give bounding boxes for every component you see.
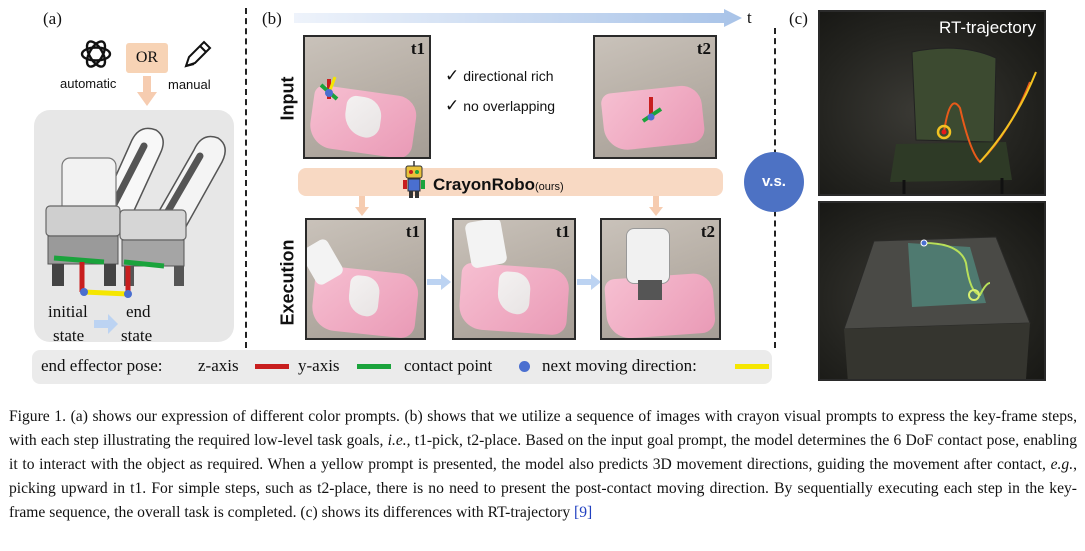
execution-image-t2: t2 — [600, 218, 721, 340]
caption-part-3: , picking upward in t1. For simple steps… — [9, 456, 1077, 521]
end-state-word1: end — [126, 302, 151, 321]
caption-ie: i.e. — [387, 432, 407, 449]
down-arrow-icon — [649, 196, 663, 216]
crayonrobo-mascot-icon — [403, 161, 425, 198]
legend-contact-swatch — [519, 361, 530, 372]
time-axis-label: t — [747, 8, 752, 27]
execution-image-t1-b: t1 — [452, 218, 576, 340]
legend-direction-label: next moving direction: — [542, 356, 697, 375]
rt-trajectory-image-chair: RT-trajectory — [818, 10, 1046, 196]
check-mark-icon: ✓ — [445, 66, 460, 86]
panel-c-label: (c) — [789, 9, 808, 28]
or-box: OR — [126, 43, 168, 73]
check-directional-rich: ✓ directional rich — [445, 66, 554, 86]
legend-bar — [32, 350, 772, 384]
caption-figure-prefix: Figure 1. — [9, 408, 66, 425]
automatic-label: automatic — [60, 76, 117, 91]
legend-direction-swatch — [735, 364, 769, 369]
legend-contact-label: contact point — [404, 356, 493, 375]
legend-y-axis-label: y-axis — [298, 356, 340, 375]
robot-gripper-illustration — [45, 127, 226, 334]
check-mark-icon: ✓ — [445, 96, 460, 116]
figure-caption: Figure 1. (a) shows our expression of di… — [9, 405, 1077, 525]
tag-exec-t2: t2 — [700, 222, 715, 241]
crayonrobo-title: CrayonRobo(ours) — [433, 175, 564, 194]
manual-label: manual — [168, 77, 211, 92]
end-state-word2: state — [121, 326, 153, 345]
tag-exec-t1-b: t1 — [555, 222, 570, 241]
time-arrow — [294, 9, 742, 27]
panel-b-label: (b) — [262, 9, 282, 28]
crayonrobo-model-band — [298, 168, 723, 196]
legend-z-axis-label: z-axis — [198, 356, 239, 375]
separator-a-b — [245, 8, 247, 348]
caption-part-2: , t1-pick, t2-place. Based on the input … — [9, 432, 1077, 473]
legend-prefix: end effector pose: — [41, 356, 163, 375]
right-arrow-icon — [577, 274, 601, 290]
input-image-t2: t2 — [593, 35, 717, 159]
openai-logo-icon — [80, 40, 112, 68]
execution-image-t1-a: t1 — [305, 218, 426, 340]
down-arrow-icon — [355, 196, 369, 216]
tag-exec-t1-a: t1 — [405, 222, 420, 241]
input-row-label: Input — [277, 76, 298, 121]
panel-a-label: (a) — [43, 9, 62, 28]
rt-trajectory-image-table — [818, 201, 1046, 381]
versus-badge: v.s. — [744, 152, 804, 212]
right-arrow-icon — [427, 274, 451, 290]
caption-part-1: (a) shows our expression of different co… — [9, 408, 1077, 449]
legend-y-axis-swatch — [357, 364, 391, 369]
input-image-t1: t1 — [303, 35, 431, 159]
caption-citation-link[interactable]: [9] — [574, 504, 593, 521]
tag-input-t1: t1 — [410, 39, 425, 58]
initial-state-word1: initial — [48, 302, 88, 321]
execution-row-label: Execution — [277, 239, 298, 326]
pencil-icon — [184, 40, 212, 68]
tag-input-t2: t2 — [696, 39, 711, 58]
down-arrow-icon — [137, 76, 157, 106]
check-no-overlapping: ✓ no overlapping — [445, 96, 556, 116]
legend-z-axis-swatch — [255, 364, 289, 369]
rt-trajectory-title: RT-trajectory — [939, 18, 1036, 37]
caption-eg: e.g. — [1050, 456, 1074, 473]
initial-state-word2: state — [53, 326, 85, 345]
